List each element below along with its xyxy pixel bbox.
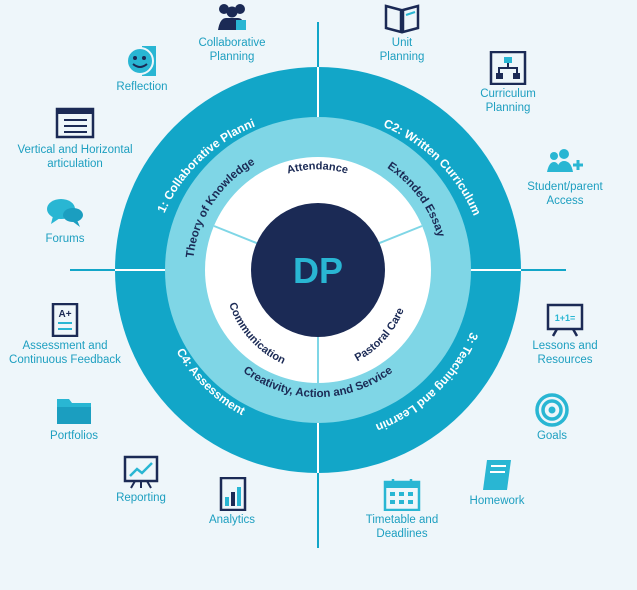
item-reporting: Reporting [76, 455, 206, 505]
center-label: DP [293, 250, 343, 291]
item-label: Reflection [116, 81, 168, 93]
item-homework: Homework [432, 458, 562, 508]
chat-bubbles-icon [47, 199, 83, 227]
item-analytics: Analytics [167, 477, 297, 527]
item-label: Student/parent Access [527, 181, 603, 207]
target-icon [535, 393, 569, 427]
people-group-icon [218, 4, 246, 30]
item-vertical-horizontal-articulation: Vertical and Horizontal articulation [5, 107, 145, 171]
item-forums: Forums [0, 196, 130, 246]
item-label: Assessment and Continuous Feedback [9, 340, 121, 366]
item-label: Curriculum Planning [480, 88, 536, 114]
svg-text:1+1=: 1+1= [555, 313, 576, 323]
item-label: Timetable and Deadlines [365, 514, 439, 540]
item-label: Collaborative Planning [198, 37, 266, 63]
item-label: Unit Planning [379, 37, 425, 63]
smiley-mirror-icon [126, 46, 156, 76]
item-curriculum-planning: Curriculum Planning [443, 51, 573, 115]
item-unit-planning: Unit Planning [337, 0, 467, 64]
whiteboard-icon: 1+1= [546, 303, 584, 337]
item-label: Forums [45, 233, 85, 245]
ring-dividers [115, 67, 521, 473]
calendar-icon [383, 479, 421, 511]
open-book-icon [384, 4, 420, 34]
core-dividers [213, 225, 423, 383]
item-reflection: Reflection [77, 44, 207, 94]
graded-paper-icon: A+ [51, 303, 79, 337]
item-collaborative-planning: Collaborative Planning [167, 0, 297, 64]
item-portfolios: Portfolios [9, 393, 139, 443]
item-assessment-feedback: A+ Assessment and Continuous Feedback [0, 303, 130, 367]
svg-text:A+: A+ [58, 309, 71, 320]
item-label: Analytics [208, 514, 256, 526]
item-student-parent-access: Student/parent Access [500, 144, 630, 208]
item-label: Vertical and Horizontal articulation [17, 144, 133, 170]
org-chart-icon [489, 51, 527, 85]
item-timetable-deadlines: Timetable and Deadlines [337, 477, 467, 541]
center-circle [251, 203, 385, 337]
document-list-icon [55, 107, 95, 139]
item-goals: Goals [487, 393, 617, 443]
item-label: Portfolios [50, 430, 98, 442]
folder-icon [57, 399, 91, 424]
item-label: Lessons and Resources [532, 340, 598, 366]
core-label-attendance: Attendance [286, 160, 350, 176]
item-label: Goals [536, 430, 568, 442]
chart-board-icon [123, 455, 159, 489]
item-label: Reporting [116, 492, 166, 504]
analytics-doc-icon [219, 477, 247, 511]
item-lessons-resources: 1+1= Lessons and Resources [500, 303, 630, 367]
notebook-icon [483, 460, 511, 490]
users-add-icon [547, 149, 583, 172]
item-label: Homework [469, 495, 525, 507]
